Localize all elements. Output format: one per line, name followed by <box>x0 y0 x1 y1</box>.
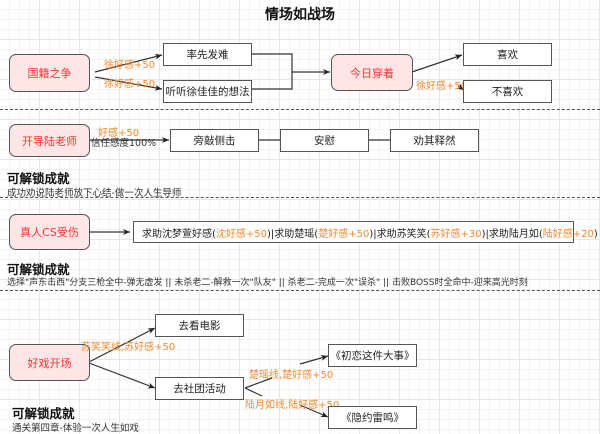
node-label: 不喜欢 <box>491 86 524 98</box>
node-label: 今日穿着 <box>350 66 394 80</box>
edge-label-trust: 信任感度100% <box>91 138 157 149</box>
achievement-desc: 通关第四章-体验一次人生如戏 <box>12 423 139 434</box>
node-result-like[interactable]: 喜欢 <box>463 43 552 66</box>
node-option-take-lead[interactable]: 率先发难 <box>163 43 252 66</box>
node-label: 喜欢 <box>497 49 518 61</box>
page-title: 情场如战场 <box>265 7 335 23</box>
node-label: 旁敲侧击 <box>193 135 236 147</box>
start-node-cs-injury[interactable]: 真人CS受伤 <box>9 214 90 250</box>
node-step-let-go[interactable]: 劝其释然 <box>390 129 479 152</box>
start-node-nationality-dispute[interactable]: 国籍之争 <box>9 54 90 92</box>
node-label: 去社团活动 <box>173 383 226 395</box>
edge-label-chu-line: 楚瑶线,楚好感+50 <box>249 370 334 381</box>
option-lu[interactable]: 求助陆月如(陆好感+20) <box>488 228 598 240</box>
start-node-label: 开导陆老师 <box>22 134 77 148</box>
start-node-label: 好戏开场 <box>27 356 72 370</box>
node-label: 《初恋这件大事》 <box>330 350 415 362</box>
node-step-hint[interactable]: 旁敲侧击 <box>170 129 259 152</box>
edge-label-option-b: 徐好感+50 <box>104 79 156 90</box>
edge-label-su-line: 苏笑笑线,苏好感+50 <box>81 342 176 353</box>
option-su[interactable]: 求助苏笑笑(苏好感+30)| <box>376 228 489 240</box>
edge-label-option-a: 徐好感+50 <box>104 60 156 71</box>
section-divider <box>0 197 600 198</box>
node-result-distant-thunder[interactable]: 《隐约雷鸣》 <box>328 406 417 429</box>
node-step-comfort[interactable]: 安慰 <box>280 129 369 152</box>
edge-label-lu-line: 陆月如线,陆好感+50 <box>245 400 340 411</box>
arrow-start-to-option-b <box>88 362 156 389</box>
node-result-first-love[interactable]: 《初恋这件大事》 <box>328 344 417 367</box>
edge-label-affinity: 好感+50 <box>98 128 140 139</box>
node-label: 去看电影 <box>178 320 221 332</box>
section-divider <box>0 109 600 110</box>
connector-option-b-to-middle <box>251 72 293 90</box>
node-label: 率先发难 <box>186 49 229 61</box>
node-todays-outfit[interactable]: 今日穿着 <box>331 54 413 91</box>
node-label: 安慰 <box>314 135 335 147</box>
achievement-title: 可解锁成就 <box>7 171 70 186</box>
start-node-label: 真人CS受伤 <box>20 226 79 239</box>
node-option-movie[interactable]: 去看电影 <box>155 314 244 337</box>
edge-label-result: 徐好感+50 <box>416 81 468 92</box>
connector-option-a-to-middle <box>251 53 330 75</box>
section-divider <box>0 290 600 291</box>
arrow-middle-to-result-a <box>411 54 463 73</box>
node-label: 《隐约雷鸣》 <box>341 412 404 424</box>
node-help-options[interactable]: 求助沈梦萱好感(沈好感+50)| 求助楚瑶(楚好感+50)| 求助苏笑笑(苏好感… <box>133 221 598 243</box>
start-node-counsel-teacher[interactable]: 开导陆老师 <box>9 124 90 157</box>
start-node-label: 国籍之争 <box>27 67 72 80</box>
node-result-dislike[interactable]: 不喜欢 <box>463 80 552 103</box>
achievement-desc: 选择"声东击西"分支三枪全中-弹无虚发 || 未杀老二-解救一次"队友" || … <box>7 278 528 288</box>
achievement-desc: 成功劝说陆老师放下心结-做一次人生导师 <box>7 188 182 199</box>
option-chu[interactable]: 求助楚瑶(楚好感+50)| <box>274 228 377 240</box>
achievement-title: 可解锁成就 <box>7 262 70 277</box>
node-label: 听听徐佳佳的想法 <box>165 86 250 98</box>
achievement-title: 可解锁成就 <box>12 406 75 421</box>
option-shen[interactable]: 求助沈梦萱好感(沈好感+50)| <box>142 228 275 240</box>
start-node-show-begins[interactable]: 好戏开场 <box>9 344 90 381</box>
node-option-listen[interactable]: 听听徐佳佳的想法 <box>163 80 252 103</box>
node-label: 劝其释然 <box>413 135 456 147</box>
node-option-club[interactable]: 去社团活动 <box>155 377 244 400</box>
